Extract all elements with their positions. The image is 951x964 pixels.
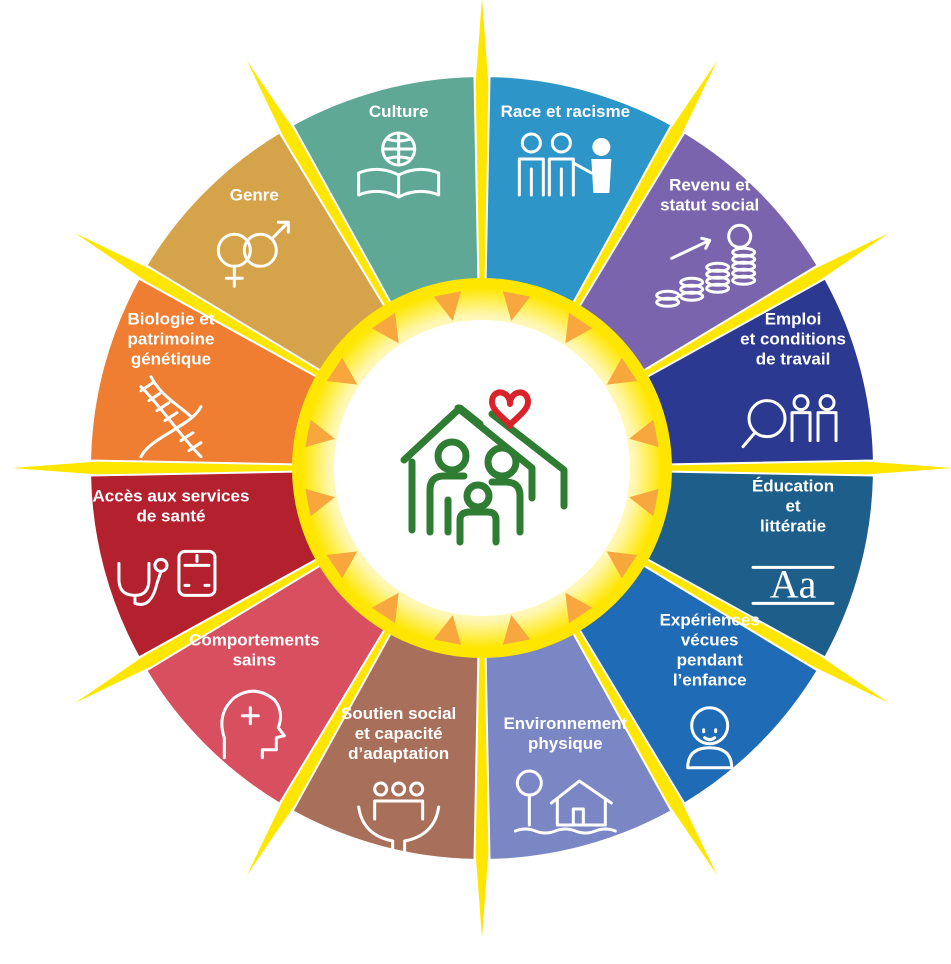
segment-label-line: physique bbox=[528, 734, 603, 753]
sun-triangle bbox=[565, 592, 593, 624]
sun-triangle bbox=[565, 312, 593, 344]
segment-label-line: Expériences bbox=[660, 611, 760, 630]
alphabet-aa-icon: Aa bbox=[751, 561, 835, 606]
segment-label-line: pendant bbox=[677, 651, 743, 670]
segment-label-line: d’adaptation bbox=[348, 744, 449, 763]
sun-triangle bbox=[502, 615, 531, 645]
sun-triangle bbox=[502, 291, 531, 321]
segment-label-line: et conditions bbox=[740, 330, 846, 349]
segment-label-line: Comportements bbox=[189, 631, 319, 650]
segment-label-line: Race et racisme bbox=[501, 102, 630, 121]
hands-community-icon bbox=[357, 781, 441, 853]
segment-label-line: Biologie et bbox=[128, 310, 215, 329]
segment-label-race: Race et racisme bbox=[501, 102, 630, 121]
sun-triangle bbox=[326, 357, 358, 385]
segment-label-line: Accès aux services bbox=[93, 486, 250, 505]
sun-triangle bbox=[371, 592, 399, 624]
sun-triangle bbox=[326, 551, 358, 579]
center-disc bbox=[334, 320, 630, 616]
segment-label-line: sains bbox=[233, 651, 276, 670]
sun-triangle bbox=[606, 551, 638, 579]
magnifier-workers-icon bbox=[741, 394, 838, 449]
house-tree-icon bbox=[513, 769, 617, 835]
segment-label-line: génétique bbox=[131, 350, 211, 369]
segment-label-line: Emploi bbox=[765, 310, 822, 329]
segment-label-line: et capacité bbox=[355, 724, 443, 743]
segment-label-line: Environnement bbox=[503, 714, 627, 733]
sun-triangle bbox=[305, 419, 335, 448]
globe-book-icon bbox=[357, 131, 441, 199]
segment-label-genre: Genre bbox=[230, 185, 279, 204]
sun-triangle bbox=[371, 312, 399, 344]
segment-label-line: Genre bbox=[230, 185, 279, 204]
sun-triangle bbox=[606, 357, 638, 385]
segment-label-line: l’enfance bbox=[673, 671, 747, 690]
segment-label-culture: Culture bbox=[369, 102, 429, 121]
segment-label-line: et bbox=[785, 496, 800, 515]
sun-triangle bbox=[629, 488, 659, 517]
coins-dollar-icon bbox=[655, 223, 757, 308]
segment-label-line: patrimoine bbox=[128, 330, 215, 349]
gender-symbols-icon bbox=[216, 220, 290, 288]
segment-label-line: statut social bbox=[660, 195, 759, 214]
segment-label-line: Culture bbox=[369, 102, 429, 121]
segment-label-line: littératie bbox=[760, 516, 826, 535]
stethoscope-ambulance-icon bbox=[117, 549, 217, 606]
segment-label-line: Soutien social bbox=[341, 704, 456, 723]
segment-label-line: de travail bbox=[756, 350, 831, 369]
segment-label-line: Éducation bbox=[752, 476, 834, 495]
sun-triangle bbox=[629, 419, 659, 448]
dna-icon bbox=[139, 375, 203, 459]
segment-label-line: Revenu et bbox=[669, 175, 751, 194]
baby-icon bbox=[686, 706, 734, 770]
sun-triangle bbox=[433, 615, 462, 645]
head-cross-icon bbox=[220, 689, 286, 760]
segment-label-line: de santé bbox=[136, 506, 205, 525]
segment-label-line: vécues bbox=[681, 631, 739, 650]
sun-triangle bbox=[305, 488, 335, 517]
people-pointing-icon bbox=[517, 132, 612, 197]
sun-triangles bbox=[305, 291, 659, 645]
sun-triangle bbox=[433, 291, 462, 321]
heart-icon bbox=[489, 389, 531, 429]
family-home-heart-icon bbox=[400, 389, 568, 546]
